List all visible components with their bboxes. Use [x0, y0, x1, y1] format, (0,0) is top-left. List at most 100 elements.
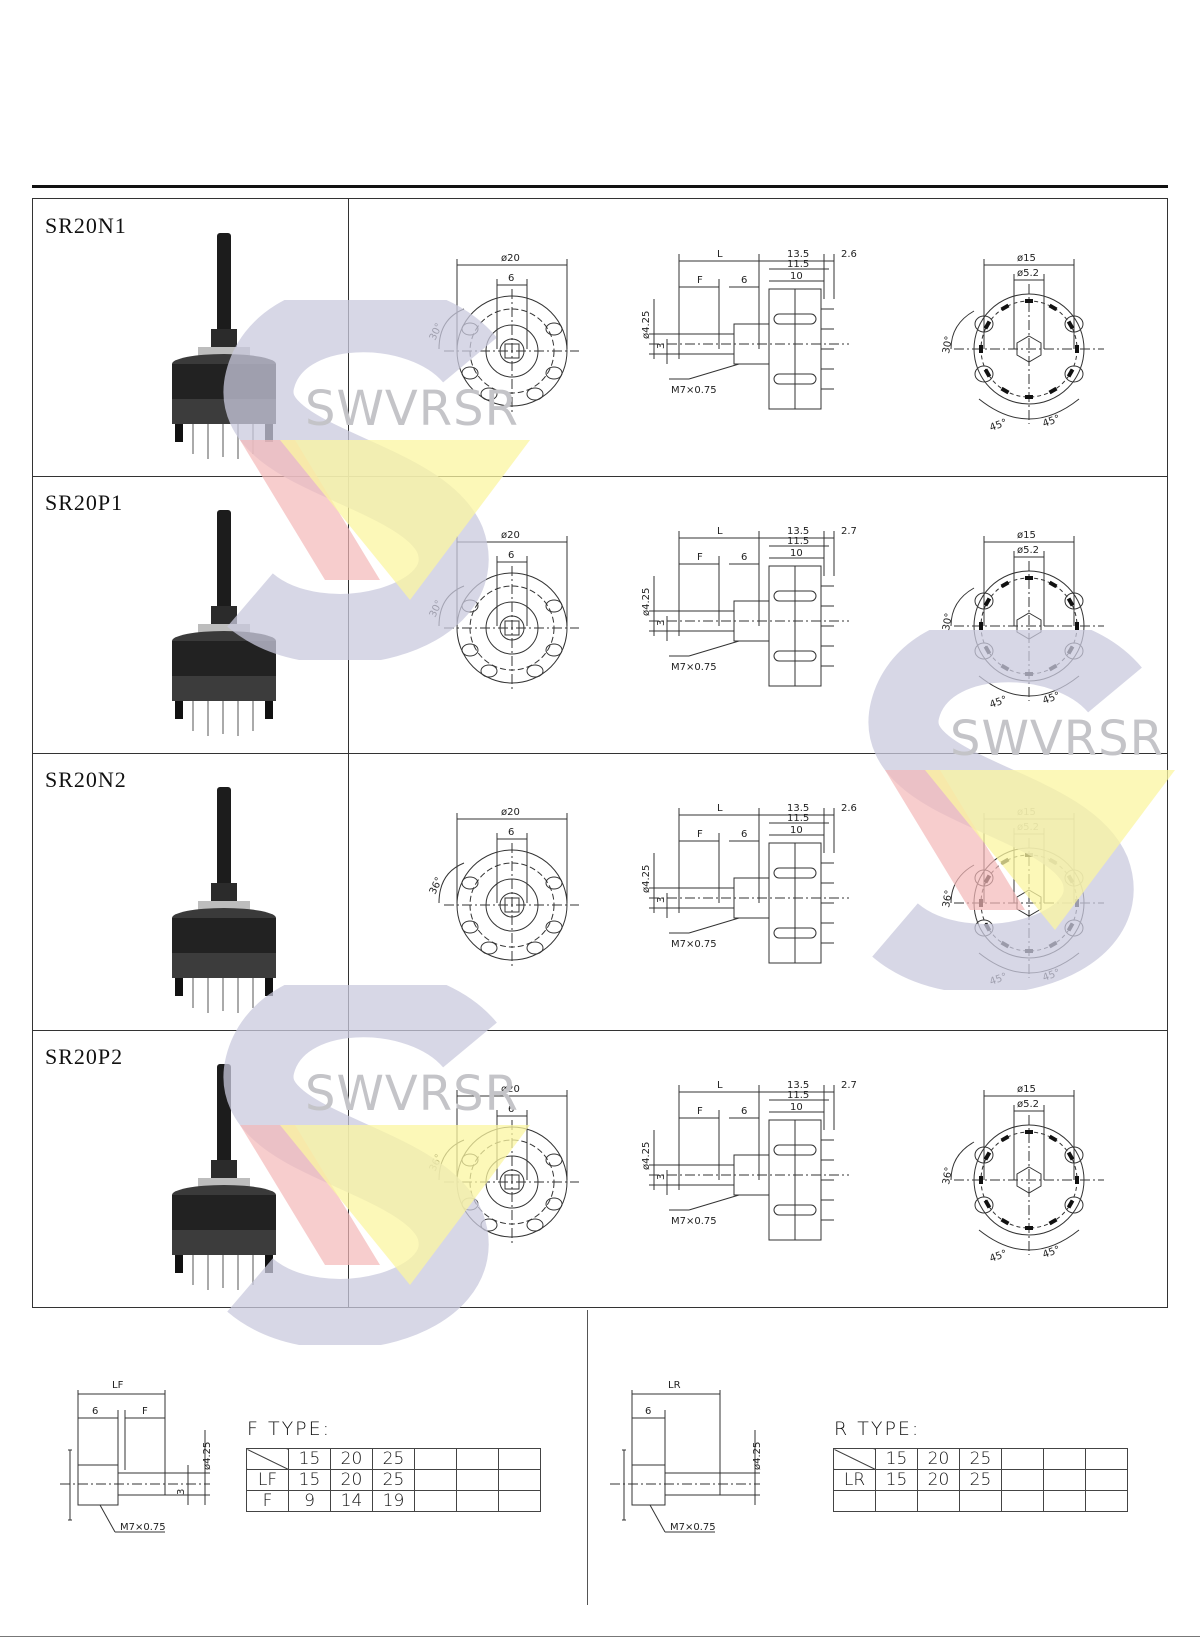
- product-photo: [153, 506, 313, 746]
- dim-outer-diameter: ø20: [501, 253, 520, 264]
- dim-F: F: [697, 1106, 703, 1117]
- side-view-drawing: L F 6 13.5 11.5 10 2.6 ø4.25 3 M7×0.75: [641, 803, 857, 964]
- model-name: SR20N1: [45, 213, 127, 238]
- dim-thread: M7×0.75: [671, 662, 717, 673]
- dim-width-6: 6: [508, 550, 514, 561]
- dim-45-right: 45°: [1041, 1244, 1061, 1260]
- dim-F: F: [697, 275, 703, 286]
- product-photo: [153, 1060, 313, 1300]
- dim-rear-angle: 30°: [941, 335, 955, 354]
- dim-F: F: [697, 829, 703, 840]
- spec-cell: LR: [833, 1469, 876, 1491]
- dim-11-5: 11.5: [787, 1090, 809, 1101]
- spec-cell: LF: [246, 1469, 289, 1491]
- dim-13-5: 13.5: [787, 1080, 809, 1091]
- spec-cell: 25: [959, 1448, 1002, 1470]
- header-rule: [32, 185, 1168, 188]
- spec-cell: [498, 1469, 541, 1491]
- f-shaft-label: ø4.25: [202, 1442, 213, 1470]
- spec-cell: 20: [330, 1448, 373, 1470]
- spec-cell: [456, 1448, 499, 1470]
- spec-cell: 25: [372, 1469, 415, 1491]
- spec-cell: [1043, 1490, 1086, 1512]
- spec-cell: [875, 1490, 918, 1512]
- spec-cell: [414, 1448, 457, 1470]
- r-thread-label: M7×0.75: [670, 1522, 716, 1533]
- dim-tip: 2.6: [841, 803, 857, 814]
- f-type-title: F TYPE:: [247, 1418, 332, 1440]
- side-view-drawing: L F 6 13.5 11.5 10 2.7 ø4.25 3 M7×0.75: [641, 526, 857, 687]
- spec-corner-cell: [833, 1448, 876, 1470]
- dim-13-5: 13.5: [787, 526, 809, 537]
- footer-rule: [0, 1636, 1200, 1637]
- dim-tip: 2.7: [841, 1080, 857, 1091]
- f-type-drawing: LF 6 F M7×0.75 ø4.25 3: [60, 1380, 213, 1533]
- spec-cell: [1001, 1469, 1044, 1491]
- r-lr-label: LR: [668, 1380, 681, 1391]
- front-view-drawing: ø20 6 36°: [428, 1084, 579, 1245]
- dim-flat: 3: [656, 343, 667, 349]
- dim-diameter-15: ø15: [1017, 1084, 1036, 1095]
- product-row: SR20P1 ø2: [33, 476, 1167, 754]
- dim-6: 6: [741, 1106, 747, 1117]
- spec-cell: [917, 1490, 960, 1512]
- product-row: SR20P2 ø2: [33, 1030, 1167, 1307]
- dim-thread: M7×0.75: [671, 385, 717, 396]
- r-type-title: R TYPE:: [834, 1418, 921, 1440]
- spec-cell: 19: [372, 1490, 415, 1512]
- product-photo-cell: SR20N1: [33, 199, 349, 476]
- product-photo: [153, 229, 313, 469]
- dim-F: F: [697, 552, 703, 563]
- spec-cell: 20: [917, 1469, 960, 1491]
- dim-6: 6: [741, 552, 747, 563]
- dim-rear-angle: 36°: [941, 1166, 955, 1185]
- dim-L: L: [717, 526, 723, 537]
- dim-11-5: 11.5: [787, 813, 809, 824]
- dim-rear-angle: 36°: [941, 889, 955, 908]
- model-name: SR20N2: [45, 767, 127, 792]
- rear-view-drawing: ø15 ø5.2 36° 45° 45°: [941, 807, 1104, 988]
- dim-outer-diameter: ø20: [501, 807, 520, 818]
- dim-11-5: 11.5: [787, 536, 809, 547]
- dim-diameter-5-2: ø5.2: [1017, 545, 1039, 556]
- model-name: SR20P1: [45, 490, 124, 515]
- dim-tip: 2.7: [841, 526, 857, 537]
- front-view-drawing: ø20 6 30°: [428, 530, 579, 691]
- dim-angle: 36°: [428, 1153, 445, 1174]
- dim-10: 10: [790, 271, 803, 282]
- spec-cell: 20: [330, 1469, 373, 1491]
- front-view-drawing: ø20 6 36°: [428, 807, 579, 968]
- spec-cell: 9: [288, 1490, 331, 1512]
- spec-cell: 15: [875, 1448, 918, 1470]
- dim-45-left: 45°: [988, 694, 1008, 710]
- spec-cell: 20: [917, 1448, 960, 1470]
- dim-10: 10: [790, 1102, 803, 1113]
- r-six-label: 6: [645, 1406, 651, 1417]
- spec-cell: 15: [875, 1469, 918, 1491]
- drawings-cell: ø20 6 30° L F 6 13.5 11.5: [349, 476, 1167, 753]
- spec-cell: 15: [288, 1448, 331, 1470]
- dim-10: 10: [790, 825, 803, 836]
- dim-L: L: [717, 803, 723, 814]
- drawings-cell: ø20 6 36° L F 6 13.5 11.5: [349, 1030, 1167, 1307]
- product-photo: [153, 783, 313, 1023]
- product-row: SR20N1 ø2: [33, 199, 1167, 477]
- front-view-drawing: ø20 6 30°: [428, 253, 579, 414]
- product-table: SR20N1 ø2: [32, 198, 1168, 1308]
- product-photo-cell: SR20P1: [33, 476, 349, 753]
- f-flat-label: 3: [176, 1489, 187, 1495]
- dim-flat: 3: [656, 897, 667, 903]
- drawings-cell: ø20 6 36° L F 6 13.5 11.5: [349, 753, 1167, 1030]
- dim-diameter-15: ø15: [1017, 530, 1036, 541]
- product-photo-cell: SR20N2: [33, 753, 349, 1030]
- spec-cell: [456, 1469, 499, 1491]
- side-view-drawing: L F 6 13.5 11.5 10 2.6 ø4.25 3 M7×0.75: [641, 249, 857, 410]
- spec-row: [833, 1490, 1128, 1512]
- dim-shaft-diameter: ø4.25: [641, 311, 652, 339]
- dim-outer-diameter: ø20: [501, 530, 520, 541]
